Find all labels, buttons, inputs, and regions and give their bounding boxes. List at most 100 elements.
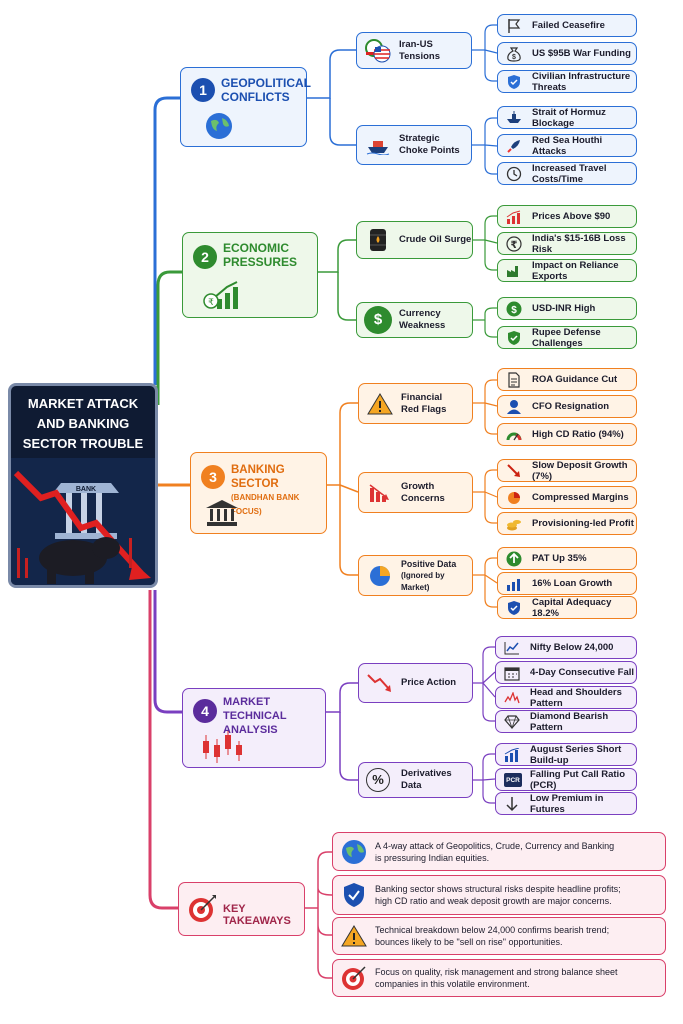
category-number: 1 — [191, 78, 215, 102]
oil-barrel-icon — [364, 226, 392, 254]
sub-crude-oil[interactable]: Crude Oil Surge — [356, 221, 473, 259]
leaf-failed-ceasefire[interactable]: Failed Ceasefire — [497, 14, 637, 37]
svg-text:$: $ — [511, 305, 517, 316]
money-bag-icon: $ — [506, 46, 522, 62]
leaf-roa-cut[interactable]: ROA Guidance Cut — [497, 368, 637, 391]
rupee-growth-icon: ₹ — [203, 281, 238, 309]
leaf-rupee-defense[interactable]: Rupee Defense Challenges — [497, 326, 637, 349]
leaf-war-funding[interactable]: $ US $95B War Funding — [497, 42, 637, 65]
category-title: GEOPOLITICAL CONFLICTS — [221, 76, 311, 104]
leaf-cd-ratio[interactable]: High CD Ratio (94%) — [497, 423, 637, 446]
shield-icon — [506, 74, 522, 90]
sub-choke-points[interactable]: Strategic Choke Points — [356, 125, 472, 165]
category-title: BANKING SECTOR (BANDHAN BANK FOCUS) — [231, 464, 300, 516]
leaf-capital[interactable]: Capital Adequacy 18.2% — [497, 596, 637, 619]
flag-icon — [506, 18, 522, 34]
category-economic[interactable]: 2 ECONOMIC PRESSURES ₹ — [182, 232, 318, 318]
pie-icon — [506, 490, 522, 506]
calendar-icon — [504, 665, 520, 681]
person-icon — [506, 399, 522, 415]
category-banking[interactable]: 3 BANKING SECTOR (BANDHAN BANK FOCUS) — [190, 452, 327, 534]
sub-derivatives[interactable]: % Derivatives Data — [358, 762, 473, 798]
leaf-diamond[interactable]: Diamond Bearish Pattern — [495, 710, 637, 733]
warning-icon — [340, 922, 368, 950]
sub-price-action[interactable]: Price Action — [358, 663, 473, 703]
svg-text:₹: ₹ — [511, 240, 518, 251]
bar-chart-icon — [504, 747, 520, 763]
leaf-provisioning[interactable]: Provisioning-led Profit — [497, 512, 637, 535]
flags-icon — [364, 37, 392, 65]
key-takeaways-card[interactable]: KEY TAKEAWAYS — [178, 882, 305, 936]
falling-bars-icon — [366, 479, 394, 507]
clock-icon — [506, 166, 522, 182]
svg-text:$: $ — [512, 54, 516, 61]
leaf-travel-costs[interactable]: Increased Travel Costs/Time — [497, 162, 637, 185]
sub-iran-us[interactable]: Iran-US Tensions — [356, 32, 472, 69]
leaf-deposit-growth[interactable]: Slow Deposit Growth (7%) — [497, 459, 637, 482]
factory-icon — [506, 263, 522, 279]
sub-growth-concerns[interactable]: Growth Concerns — [358, 472, 473, 513]
leaf-loss-risk[interactable]: ₹ India's $15-16B Loss Risk — [497, 232, 637, 255]
takeaway-item[interactable]: Focus on quality, risk management and st… — [332, 959, 666, 997]
leaf-4-day-fall[interactable]: 4-Day Consecutive Fall — [495, 661, 637, 684]
category-number: 3 — [201, 465, 225, 489]
category-number: 2 — [193, 245, 217, 269]
up-arrow-icon — [506, 551, 522, 567]
leaf-pat[interactable]: PAT Up 35% — [497, 547, 637, 570]
shield-icon — [506, 600, 522, 616]
pie-chart-icon — [366, 562, 394, 590]
globe-icon — [340, 838, 368, 866]
bank-sign: BANK — [76, 486, 96, 493]
leaf-prices-90[interactable]: Prices Above $90 — [497, 205, 637, 228]
bear-bank-illustration: BANK — [11, 458, 155, 585]
category-geopolitical[interactable]: 1 GEOPOLITICAL CONFLICTS — [180, 67, 311, 147]
takeaway-item[interactable]: Banking sector shows structural risks de… — [332, 875, 666, 915]
category-title: ECONOMIC PRESSURES — [223, 241, 298, 269]
category-technical[interactable]: 4 MARKET TECHNICAL ANALYSIS — [182, 688, 326, 768]
main-title-card: MARKET ATTACK AND BANKING SECTOR TROUBLE… — [8, 383, 158, 588]
line-chart-icon — [504, 640, 520, 656]
leaf-nifty[interactable]: Nifty Below 24,000 — [495, 636, 637, 659]
shield-icon — [340, 881, 368, 909]
dollar-icon: $ — [364, 306, 392, 334]
target-icon — [189, 895, 216, 922]
takeaway-item[interactable]: A 4-way attack of Geopolitics, Crude, Cu… — [332, 832, 666, 871]
down-arrow-icon — [504, 796, 520, 812]
downtrend-icon — [366, 669, 394, 697]
leaf-cfo[interactable]: CFO Resignation — [497, 395, 637, 418]
rupee-icon: ₹ — [506, 236, 522, 252]
leaf-reliance[interactable]: Impact on Reliance Exports — [497, 259, 637, 282]
coins-icon — [506, 516, 522, 532]
leaf-pcr[interactable]: PCR Falling Put Call Ratio (PCR) — [495, 768, 637, 791]
leaf-loan-growth[interactable]: 16% Loan Growth — [497, 572, 637, 595]
document-icon — [506, 372, 522, 388]
leaf-hormuz[interactable]: Strait of Hormuz Blockage — [497, 106, 637, 129]
bank-icon — [206, 500, 238, 526]
pcr-icon: PCR — [504, 773, 522, 787]
warning-icon — [366, 390, 394, 418]
leaf-head-shoulders[interactable]: Head and Shoulders Pattern — [495, 686, 637, 709]
svg-text:₹: ₹ — [208, 298, 214, 308]
target-icon — [340, 964, 368, 992]
category-title: MARKET TECHNICAL ANALYSIS — [223, 696, 287, 736]
key-takeaways-title: KEY TAKEAWAYS — [223, 903, 291, 927]
sub-currency[interactable]: $ Currency Weakness — [356, 302, 473, 338]
leaf-low-premium[interactable]: Low Premium in Futures — [495, 792, 637, 815]
globe-icon — [206, 113, 232, 139]
leaf-houthi[interactable]: Red Sea Houthi Attacks — [497, 134, 637, 157]
leaf-civilian-threats[interactable]: Civilian Infrastructure Threats — [497, 70, 637, 93]
leaf-usd-inr[interactable]: $ USD-INR High — [497, 297, 637, 320]
leaf-margins[interactable]: Compressed Margins — [497, 486, 637, 509]
takeaway-item[interactable]: Technical breakdown below 24,000 confirm… — [332, 917, 666, 955]
category-number: 4 — [193, 699, 217, 723]
percent-icon: % — [366, 768, 390, 792]
sub-positive-data[interactable]: Positive Data (Ignored by Market) — [358, 555, 473, 596]
sub-red-flags[interactable]: Financial Red Flags — [358, 383, 473, 424]
rising-chart-icon — [506, 209, 522, 225]
gauge-icon — [506, 427, 522, 443]
diamond-icon — [504, 714, 520, 730]
leaf-short-buildup[interactable]: August Series Short Build-up — [495, 743, 637, 766]
ship-icon — [506, 110, 522, 126]
candlestick-icon — [203, 731, 242, 763]
